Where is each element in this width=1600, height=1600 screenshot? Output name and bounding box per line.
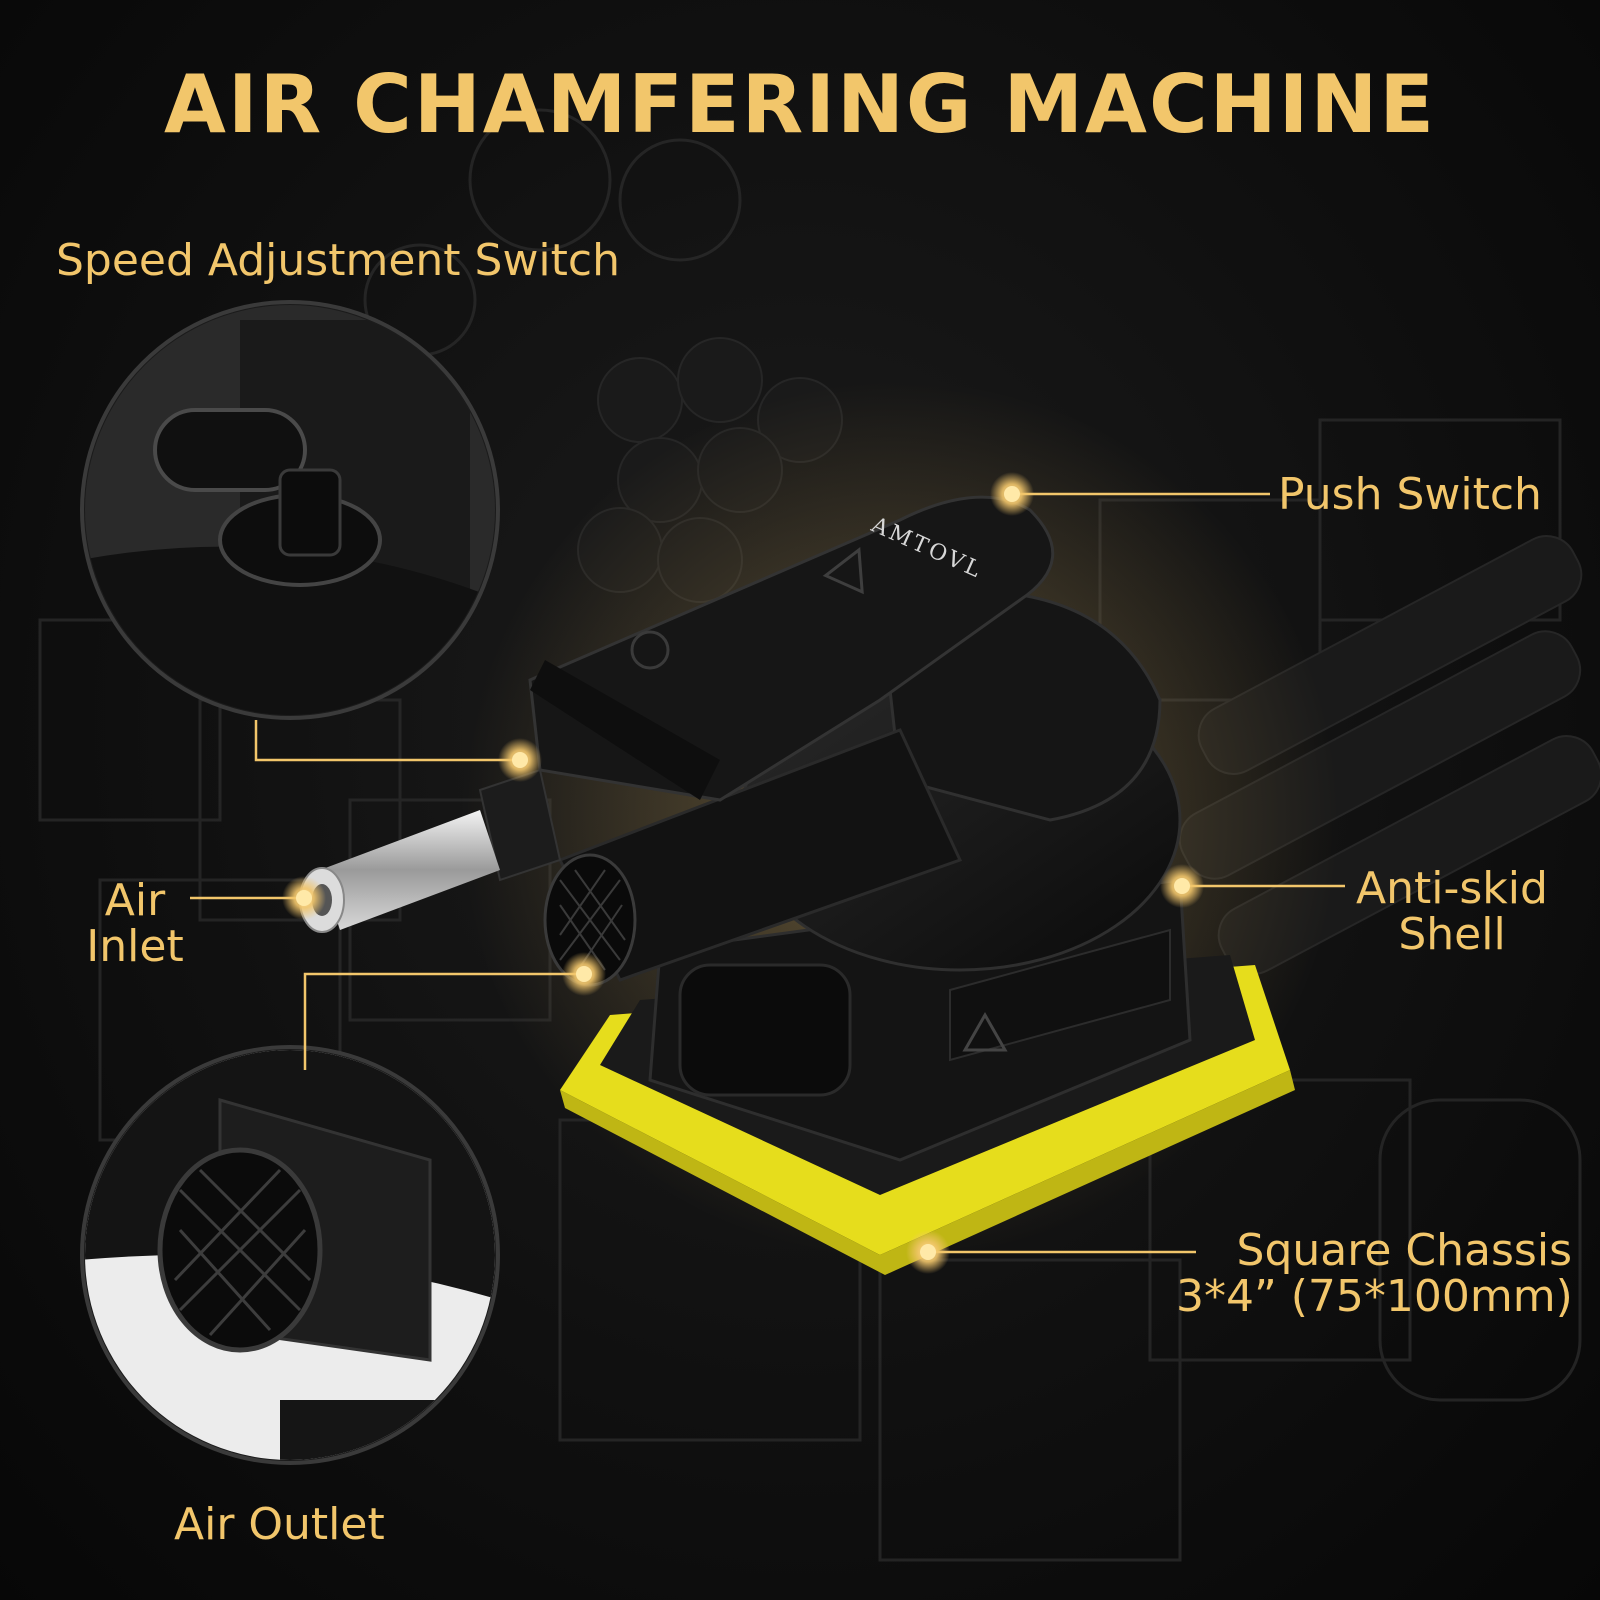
ce-mark-icon [630,630,670,670]
label-anti-skid-line2: Shell [1398,909,1506,960]
page-title: AIR CHAMFERING MACHINE [163,58,1436,151]
label-square-chassis-line2: 3*4” (75*100mm) [1176,1271,1573,1322]
label-push-switch: Push Switch [1278,469,1542,520]
label-air-outlet: Air Outlet [174,1499,385,1550]
detail-air-outlet [80,1045,500,1465]
label-air-inlet-line1: Air [104,875,166,926]
label-speed-adjustment-switch: Speed Adjustment Switch [56,235,620,286]
tool-housing: AMTOVL [299,495,1182,987]
label-anti-skid-shell: Anti-skid Shell [1352,866,1552,958]
callout-lines [190,492,1345,1254]
label-square-chassis: Square Chassis 3*4” (75*100mm) [1176,1225,1573,1322]
label-anti-skid-line1: Anti-skid [1356,863,1548,914]
detail-speed-switch [80,300,500,720]
label-air-inlet-line2: Inlet [86,921,184,972]
label-air-inlet: Air Inlet [80,878,190,970]
callout-dots [282,472,1204,1274]
label-square-chassis-line1: Square Chassis [1236,1225,1572,1276]
warning-triangle-icon [962,1011,1008,1052]
